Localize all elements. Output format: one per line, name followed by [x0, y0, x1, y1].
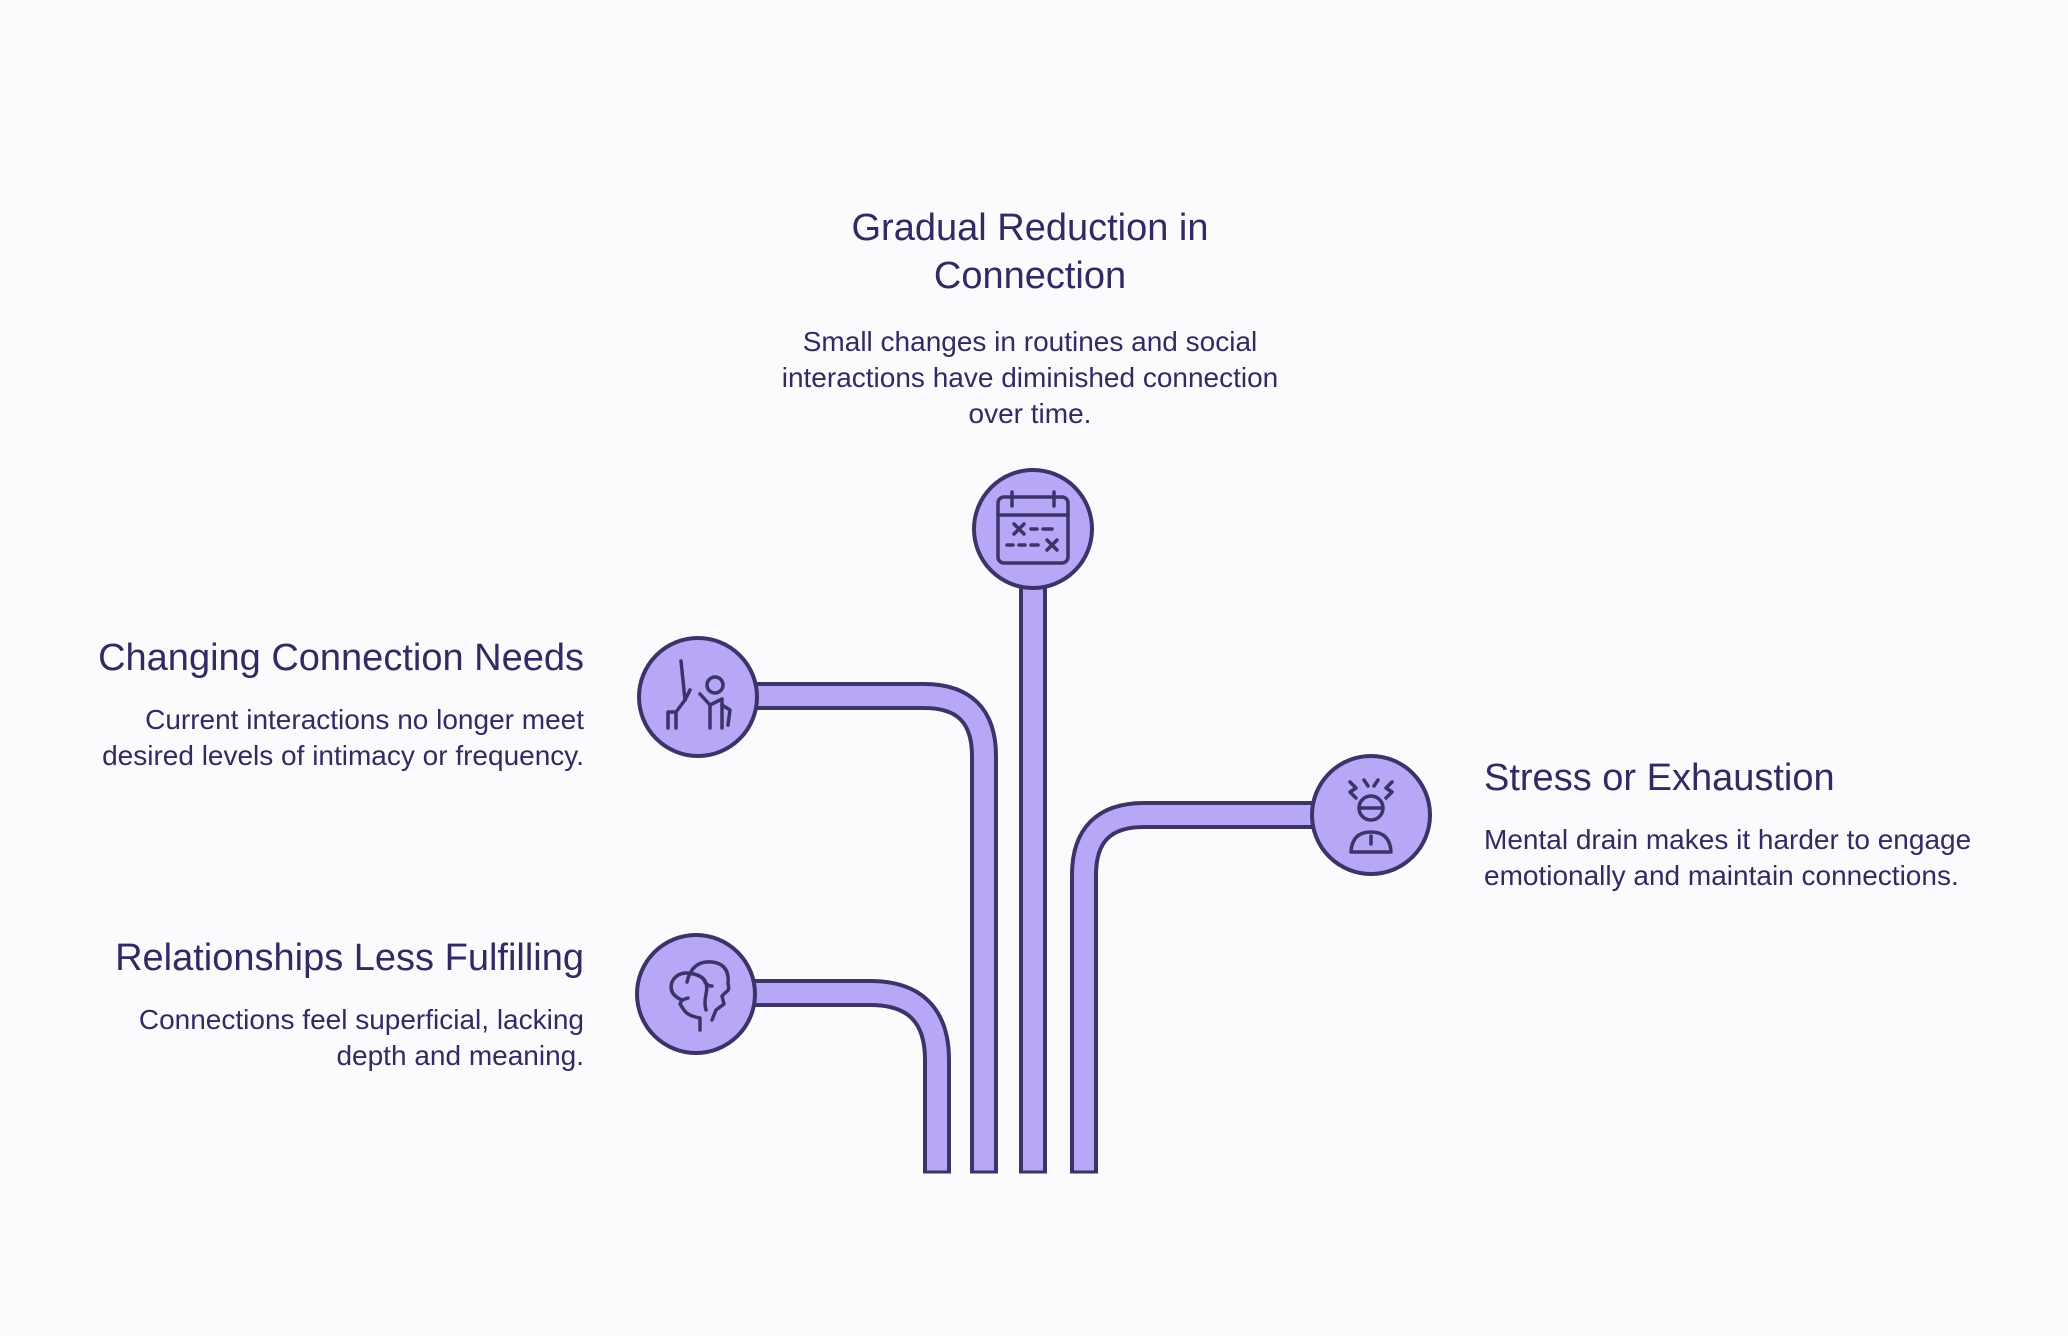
label-changing-needs: Changing Connection Needs Current intera…	[80, 634, 584, 774]
node-stress	[1310, 754, 1432, 876]
node-title: Changing Connection Needs	[98, 637, 584, 679]
pipe-stress	[1070, 801, 1320, 1174]
pipe-gradual-reduction	[1019, 580, 1047, 1174]
node-description: Small changes in routines and social int…	[781, 326, 1279, 429]
stressed-person-icon	[1348, 778, 1394, 854]
label-stress: Stress or Exhaustion Mental drain makes …	[1484, 754, 2004, 894]
node-changing-needs	[637, 636, 759, 758]
node-gradual-reduction	[972, 468, 1094, 590]
people-reaching-icon	[666, 659, 732, 730]
node-relationships	[635, 933, 757, 1055]
two-heads-icon	[669, 960, 731, 1032]
node-title: Gradual Reduction in Connection	[851, 207, 1209, 297]
node-description: Current interactions no longer meet desi…	[102, 704, 584, 771]
pipe-relationships	[730, 979, 951, 1174]
node-title: Relationships Less Fulfilling	[115, 937, 584, 979]
pipes	[730, 580, 1320, 1174]
calendar-cancel-icon	[996, 490, 1070, 565]
label-gradual-reduction: Gradual Reduction in Connection Small ch…	[770, 204, 1290, 432]
pipe-changing-needs	[740, 682, 998, 1174]
node-description: Mental drain makes it harder to engage e…	[1484, 824, 1972, 891]
label-relationships: Relationships Less Fulfilling Connection…	[80, 934, 584, 1074]
node-description: Connections feel superficial, lacking de…	[138, 1004, 584, 1071]
node-title: Stress or Exhaustion	[1484, 757, 1835, 799]
